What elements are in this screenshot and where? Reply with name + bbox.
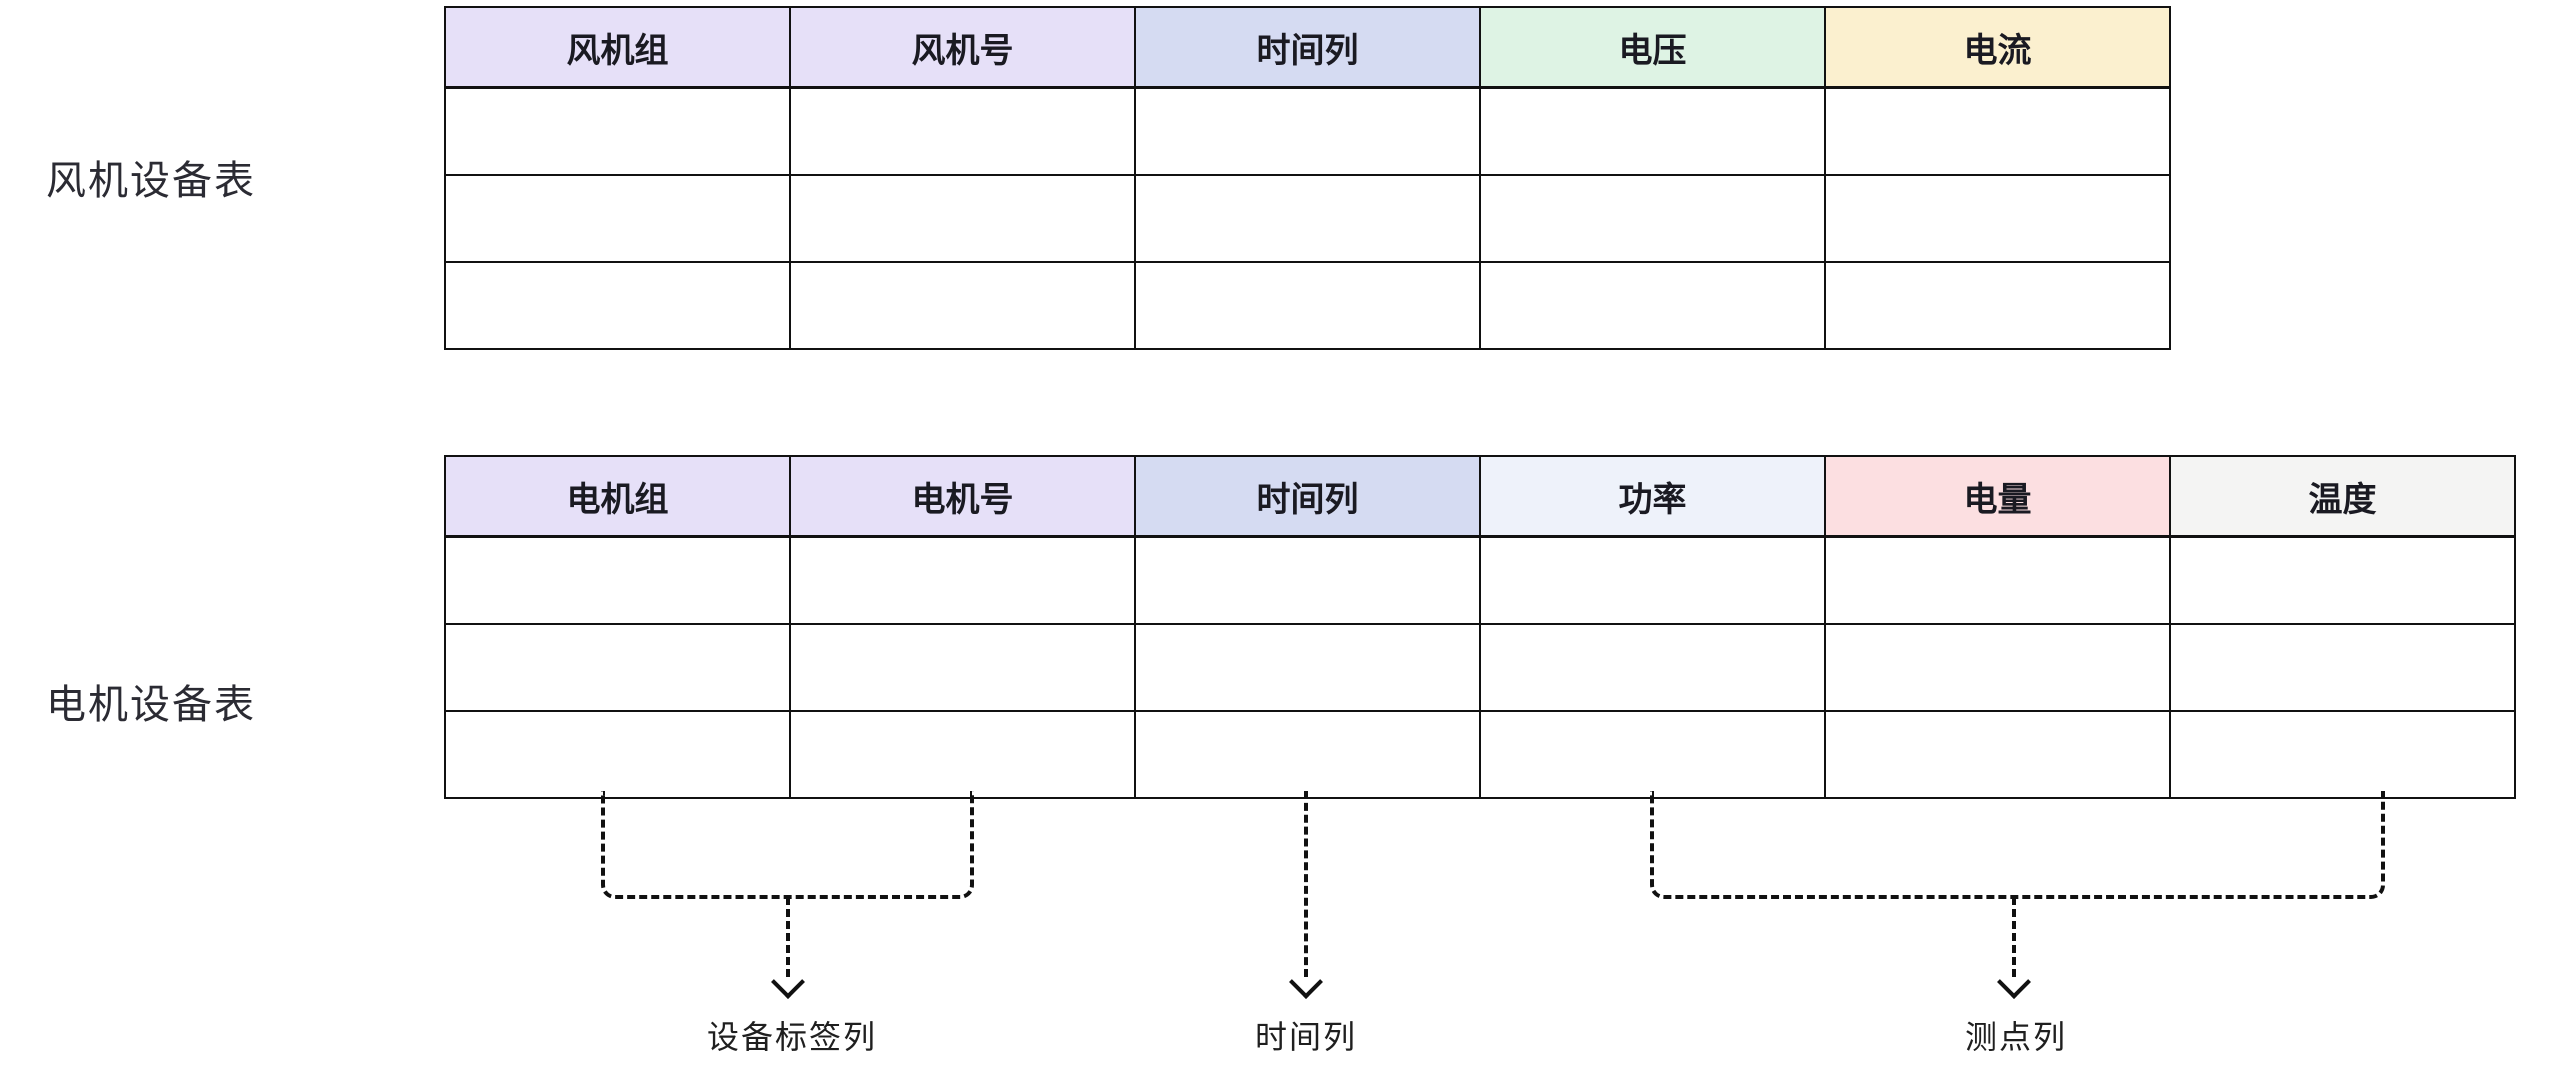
empty-cell: [1824, 535, 2171, 625]
motor-header-row: 电机组 电机号 时间列 功率 电量 温度: [444, 455, 2516, 538]
motor-table-title: 电机设备表: [46, 683, 256, 727]
empty-cell: [1134, 535, 1481, 625]
fan-col-number-header: 风机号: [789, 6, 1136, 89]
empty-cell: [789, 710, 1136, 799]
empty-cell: [1479, 261, 1826, 350]
empty-cell: [1479, 86, 1826, 176]
arrow-line: [786, 897, 790, 977]
empty-cell: [444, 623, 791, 712]
empty-cell: [444, 86, 791, 176]
fan-col-voltage-header: 电压: [1479, 6, 1826, 89]
arrow-line: [1304, 791, 1308, 977]
motor-col-energy-header: 电量: [1824, 455, 2171, 538]
table-row: [444, 710, 2516, 799]
motor-col-power-header: 功率: [1479, 455, 1826, 538]
empty-cell: [789, 174, 1136, 263]
measure-point-columns-bracket: [1650, 791, 2385, 899]
device-columns-bracket: [601, 791, 974, 899]
empty-cell: [789, 623, 1136, 712]
table-row: [444, 535, 2516, 625]
table-row: [444, 261, 2171, 350]
empty-cell: [1479, 710, 1826, 799]
down-arrow-head-icon: [1289, 965, 1323, 999]
empty-cell: [1824, 86, 2171, 176]
empty-cell: [1134, 710, 1481, 799]
empty-cell: [1824, 710, 2171, 799]
empty-cell: [2169, 535, 2516, 625]
empty-cell: [789, 261, 1136, 350]
empty-cell: [1479, 535, 1826, 625]
motor-col-number-header: 电机号: [789, 455, 1136, 538]
down-arrow-head-icon: [771, 965, 805, 999]
annotation-time-label: 时间列: [1254, 1019, 1358, 1055]
table-row: [444, 174, 2171, 263]
motor-device-table: 电机组 电机号 时间列 功率 电量 温度: [444, 455, 2516, 799]
empty-cell: [789, 86, 1136, 176]
empty-cell: [444, 710, 791, 799]
fan-col-current-header: 电流: [1824, 6, 2171, 89]
fan-table-title: 风机设备表: [46, 159, 256, 203]
empty-cell: [2169, 623, 2516, 712]
motor-col-group-header: 电机组: [444, 455, 791, 538]
motor-col-time-header: 时间列: [1134, 455, 1481, 538]
empty-cell: [2169, 710, 2516, 799]
empty-cell: [1134, 261, 1481, 350]
empty-cell: [1824, 174, 2171, 263]
annotation-points-label: 测点列: [1964, 1019, 2068, 1055]
empty-cell: [444, 261, 791, 350]
empty-cell: [1134, 623, 1481, 712]
empty-cell: [1479, 623, 1826, 712]
empty-cell: [444, 535, 791, 625]
empty-cell: [1479, 174, 1826, 263]
fan-header-row: 风机组 风机号 时间列 电压 电流: [444, 6, 2171, 89]
empty-cell: [789, 535, 1136, 625]
down-arrow-head-icon: [1997, 965, 2031, 999]
table-row: [444, 86, 2171, 176]
empty-cell: [1824, 261, 2171, 350]
empty-cell: [1134, 174, 1481, 263]
fan-col-group-header: 风机组: [444, 6, 791, 89]
empty-cell: [444, 174, 791, 263]
fan-device-table: 风机组 风机号 时间列 电压 电流: [444, 6, 2171, 350]
table-row: [444, 623, 2516, 712]
empty-cell: [1134, 86, 1481, 176]
motor-col-temperature-header: 温度: [2169, 455, 2516, 538]
empty-cell: [1824, 623, 2171, 712]
fan-col-time-header: 时间列: [1134, 6, 1481, 89]
annotation-device-label: 设备标签列: [706, 1019, 878, 1055]
arrow-line: [2012, 897, 2016, 977]
